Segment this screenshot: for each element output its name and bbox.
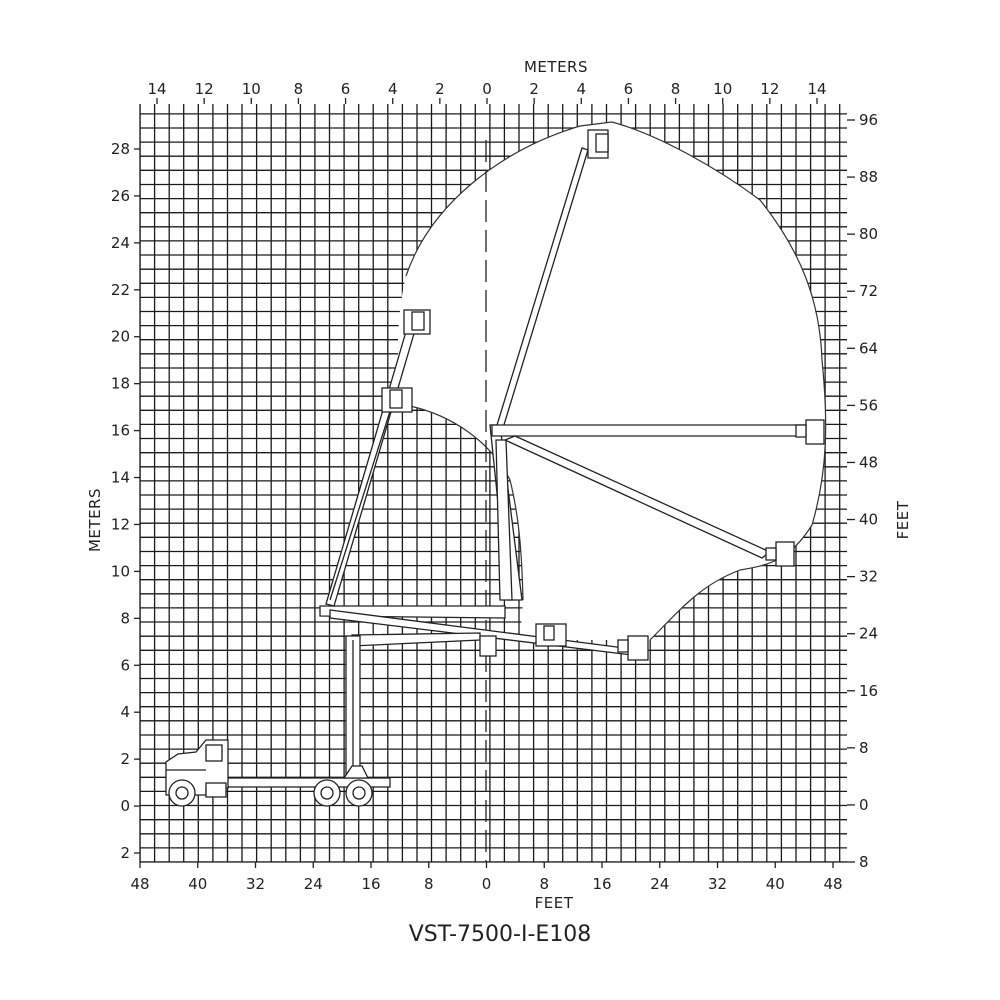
top-tick-label: 4	[388, 80, 398, 98]
right-tick-label: 32	[859, 568, 878, 586]
bucket-lower-left-icon	[381, 387, 413, 413]
right-tick-label: 80	[859, 225, 878, 243]
bottom-tick-label: 24	[650, 875, 669, 893]
top-tick-label: 6	[624, 80, 634, 98]
left-tick-label: 0	[120, 797, 130, 815]
left-tick-label: 10	[111, 562, 130, 580]
top-tick-label: 12	[195, 80, 214, 98]
bottom-tick-label: 48	[823, 875, 842, 893]
left-tick-label: 8	[120, 609, 130, 627]
top-tick-label: 2	[435, 80, 445, 98]
boom-max-height	[496, 147, 589, 429]
bottom-tick-label: 16	[361, 875, 380, 893]
top-tick-label: 0	[482, 80, 492, 98]
boom-diagonal	[503, 435, 772, 559]
left-tick-label: 2	[120, 750, 130, 768]
top-tick-label: 12	[760, 80, 779, 98]
boom-drawings	[319, 129, 825, 775]
right-tick-label: 72	[859, 282, 878, 300]
left-axis-title: METERS	[86, 488, 104, 552]
working-envelope-outline	[405, 121, 827, 641]
plot-frame	[139, 104, 847, 863]
top-tick-label: 6	[341, 80, 351, 98]
bottom-tick-label: 8	[539, 875, 549, 893]
fuel-tank	[205, 782, 227, 798]
bottom-tick-label: 8	[424, 875, 434, 893]
bottom-tick-label: 16	[592, 875, 611, 893]
right-tick-label: 24	[859, 625, 878, 643]
left-tick-label: 6	[120, 656, 130, 674]
left-tick-label: 12	[111, 515, 130, 533]
truck-icon	[165, 739, 391, 807]
right-tick-label: 0	[859, 796, 869, 814]
top-meters-axis: 14 12 10 8 6 4 2 0 2 4 6 8 10 12 14	[147, 80, 827, 104]
left-tick-label: 28	[111, 140, 130, 158]
bottom-tick-label: 48	[130, 875, 149, 893]
bucket-below-horizontal-icon	[535, 623, 567, 647]
top-axis-title: METERS	[524, 58, 588, 76]
bucket-stowed-icon	[479, 635, 497, 657]
left-tick-label: 18	[111, 375, 130, 393]
bottom-axis-title: FEET	[535, 894, 574, 912]
bottom-tick-label: 0	[482, 875, 492, 893]
left-tick-label: 24	[111, 234, 130, 252]
boom-horizontal	[491, 424, 811, 437]
top-tick-label: 8	[294, 80, 304, 98]
right-tick-label: 96	[859, 111, 878, 129]
left-tick-label: 22	[111, 281, 130, 299]
left-tick-label: 26	[111, 187, 130, 205]
top-tick-label: 14	[807, 80, 826, 98]
left-tick-label: 16	[111, 422, 130, 440]
left-tick-label: 4	[120, 703, 130, 721]
bottom-tick-label: 32	[246, 875, 265, 893]
top-tick-label: 8	[671, 80, 681, 98]
top-tick-label: 14	[147, 80, 166, 98]
bottom-tick-label: 32	[708, 875, 727, 893]
bottom-feet-axis: 48 40 32 24 16 8 0 8 16 24 32 40 48	[130, 862, 843, 893]
boom-left-upper	[325, 317, 419, 607]
bottom-tick-label: 40	[766, 875, 785, 893]
right-tick-label: 64	[859, 339, 878, 357]
inner-envelope-outline	[409, 405, 524, 601]
top-tick-label: 4	[577, 80, 587, 98]
right-axis-title: FEET	[894, 500, 912, 539]
right-tick-label: 16	[859, 682, 878, 700]
figure-title: VST-7500-I-E108	[408, 922, 592, 947]
right-tick-label: 48	[859, 453, 878, 471]
right-tick-label: 88	[859, 168, 878, 186]
left-tick-label: 14	[111, 469, 130, 487]
bucket-below-extended-icon	[617, 635, 649, 661]
top-tick-label: 2	[529, 80, 539, 98]
top-tick-label: 10	[713, 80, 732, 98]
right-tick-label: 40	[859, 511, 878, 529]
bottom-tick-label: 24	[304, 875, 323, 893]
bucket-upper-left-icon	[403, 309, 431, 335]
turret-base	[342, 765, 370, 779]
right-tick-label: 8	[859, 853, 869, 871]
bucket-diagonal-icon	[765, 541, 795, 567]
grid	[140, 104, 847, 862]
top-tick-label: 10	[242, 80, 261, 98]
bucket-max-height-icon	[587, 129, 609, 159]
right-tick-label: 8	[859, 739, 869, 757]
left-tick-label: 2	[120, 844, 130, 862]
left-tick-label: 20	[111, 328, 130, 346]
right-tick-label: 56	[859, 396, 878, 414]
bottom-tick-label: 40	[188, 875, 207, 893]
bucket-horizontal-icon	[795, 419, 825, 445]
